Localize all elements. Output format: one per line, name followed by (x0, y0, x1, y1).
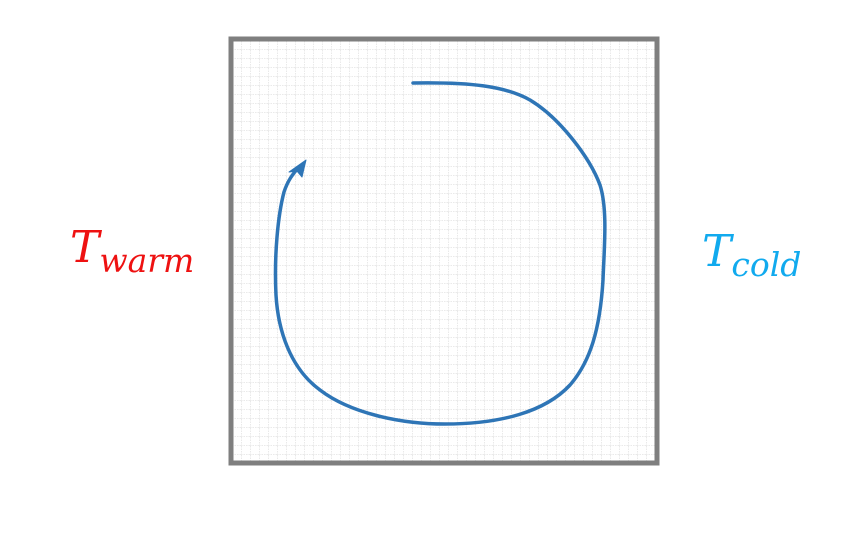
cold-temperature-symbol: T (702, 226, 732, 277)
cold-temperature-subscript: cold (731, 245, 802, 284)
circulation-arrow-icon (288, 159, 307, 178)
warm-temperature-label: Twarm (70, 226, 194, 278)
tank-box (228, 36, 660, 466)
warm-temperature-symbol: T (70, 222, 100, 273)
warm-temperature-subscript: warm (99, 241, 195, 280)
cold-temperature-label: Tcold (702, 230, 801, 282)
circulation-path (273, 81, 607, 426)
grid-background (232, 40, 656, 462)
